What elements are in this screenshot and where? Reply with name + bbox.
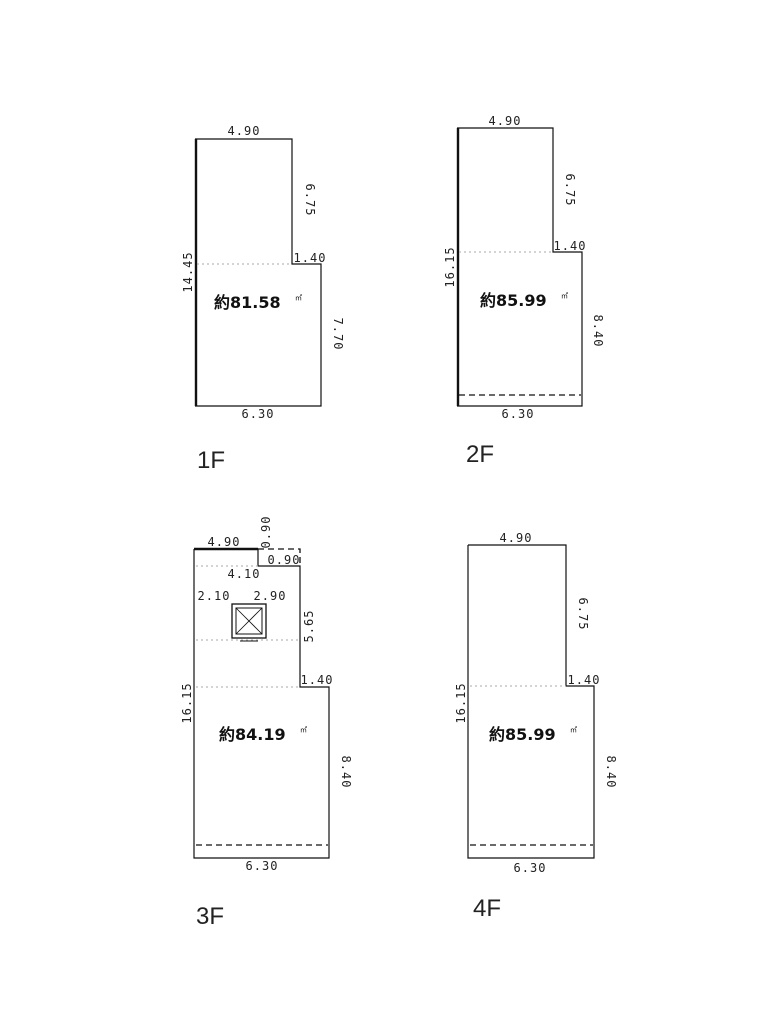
floor-label-2f: 2F <box>466 441 494 468</box>
dim-3f-left: 16.15 <box>180 682 194 723</box>
area-1f-value: 約81.58 <box>214 293 281 312</box>
floor-label-1f: 1F <box>197 447 225 474</box>
dim-3f-elevator-right: 2.90 <box>254 589 287 603</box>
plan-4f-outline <box>467 544 595 859</box>
dim-4f-bottom: 6.30 <box>514 861 547 875</box>
area-3f-value: 約84.19 <box>219 725 286 744</box>
plan-3f-balcony-outline <box>258 548 301 566</box>
dim-4f-top: 4.90 <box>500 531 533 545</box>
plan-1f-outline <box>195 138 322 407</box>
dim-2f-left: 16.15 <box>443 246 457 287</box>
floor-plan-3f: 4.90 0.90 0.90 4.10 2.10 2.90 5.65 1.40 … <box>180 516 353 930</box>
floor-label-4f: 4F <box>473 895 501 922</box>
dim-2f-upper-right: 6.75 <box>563 174 577 207</box>
dim-3f-elevator-left: 2.10 <box>198 589 231 603</box>
area-4f-value: 約85.99 <box>489 725 556 744</box>
dim-3f-upper-right: 5.65 <box>302 610 316 643</box>
area-4f-unit: ㎡ <box>570 726 577 734</box>
dim-4f-left: 16.15 <box>454 682 468 723</box>
dim-4f-step: 1.40 <box>568 673 601 687</box>
dim-1f-upper-right: 6.75 <box>303 184 317 217</box>
dim-2f-step: 1.40 <box>554 239 587 253</box>
elevator-icon <box>231 603 267 642</box>
dim-3f-balcony-width: 0.90 <box>268 553 301 567</box>
area-2f-value: 約85.99 <box>480 291 547 310</box>
plan-2f-outline <box>457 127 583 407</box>
dim-3f-top: 4.90 <box>208 535 241 549</box>
dim-1f-top: 4.90 <box>228 124 261 138</box>
dim-4f-lower-right: 8.40 <box>604 756 618 789</box>
dim-3f-bottom: 6.30 <box>246 859 279 873</box>
dim-3f-balcony-depth: 0.90 <box>259 516 273 549</box>
dim-2f-top: 4.90 <box>489 114 522 128</box>
dim-1f-step: 1.40 <box>294 251 327 265</box>
dim-1f-left: 14.45 <box>181 251 195 292</box>
dim-1f-bottom: 6.30 <box>242 407 275 421</box>
floor-plan-2f: 4.90 6.75 1.40 16.15 8.40 6.30 約85.99 ㎡ … <box>443 114 605 468</box>
floor-label-3f: 3F <box>196 903 224 930</box>
dim-4f-upper-right: 6.75 <box>576 598 590 631</box>
dim-3f-lower-right: 8.40 <box>339 756 353 789</box>
dim-2f-lower-right: 8.40 <box>591 315 605 348</box>
dim-3f-step: 1.40 <box>301 673 334 687</box>
area-2f-unit: ㎡ <box>561 292 568 300</box>
floor-plan-4f: 4.90 6.75 1.40 16.15 8.40 6.30 約85.99 ㎡ … <box>454 531 618 922</box>
plan-3f-outline <box>193 548 330 859</box>
dim-2f-bottom: 6.30 <box>502 407 535 421</box>
floor-plan-1f: 4.90 6.75 1.40 14.45 7.70 6.30 約81.58 ㎡ … <box>181 124 345 474</box>
area-3f-unit: ㎡ <box>300 726 307 734</box>
dim-3f-inner-top: 4.10 <box>228 567 261 581</box>
dim-1f-lower-right: 7.70 <box>331 318 345 351</box>
area-1f-unit: ㎡ <box>295 294 302 302</box>
